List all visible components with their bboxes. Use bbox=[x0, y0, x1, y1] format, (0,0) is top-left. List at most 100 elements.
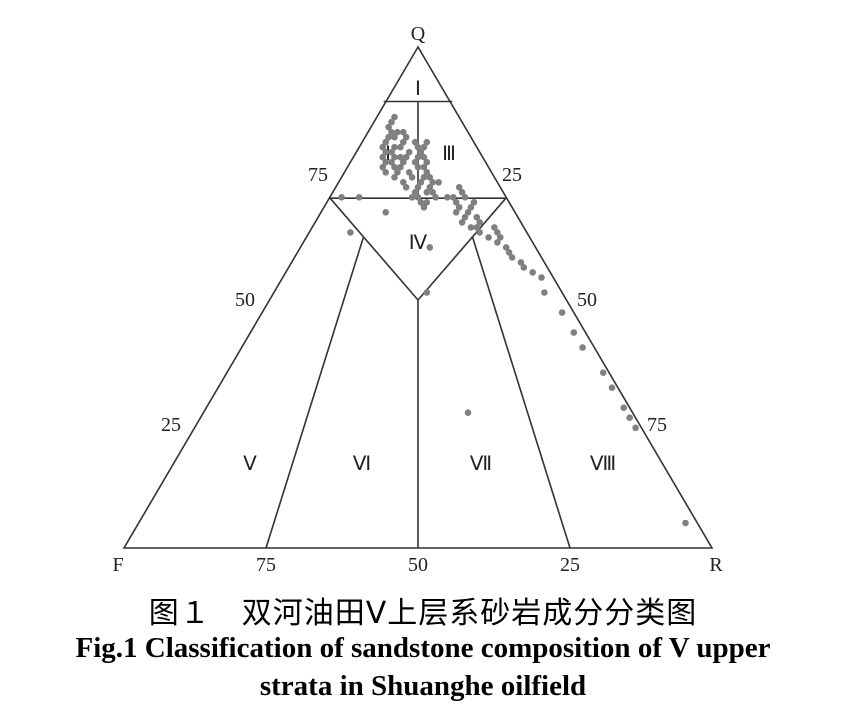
data-point bbox=[464, 409, 472, 417]
data-point bbox=[382, 148, 390, 156]
data-point bbox=[397, 163, 404, 171]
data-point bbox=[414, 143, 422, 151]
data-point bbox=[426, 244, 434, 251]
data-point bbox=[420, 143, 428, 151]
data-point bbox=[382, 158, 390, 166]
data-point bbox=[417, 179, 425, 186]
data-point bbox=[414, 184, 422, 191]
data-point bbox=[420, 153, 428, 161]
data-point bbox=[494, 229, 501, 236]
data-point bbox=[388, 148, 395, 156]
data-point bbox=[338, 194, 345, 201]
data-point bbox=[388, 128, 395, 136]
data-point bbox=[570, 329, 578, 336]
right-edge-tick-label: 75 bbox=[647, 414, 667, 436]
right-edge-tick-label: 50 bbox=[577, 289, 597, 311]
data-point bbox=[435, 179, 442, 186]
caption-english-line2: strata in Shuanghe oilfield bbox=[259, 670, 587, 702]
data-point bbox=[517, 259, 525, 266]
data-point bbox=[388, 158, 395, 166]
data-point bbox=[608, 384, 616, 392]
data-point bbox=[408, 194, 416, 201]
field-boundary-vii-viii bbox=[471, 236, 571, 549]
data-point bbox=[417, 148, 425, 156]
data-point bbox=[541, 289, 548, 296]
data-point bbox=[414, 194, 422, 201]
data-point bbox=[420, 174, 428, 181]
data-point bbox=[632, 424, 639, 432]
left-edge-tick-label: 25 bbox=[161, 414, 181, 436]
caption-chinese: 图１ 双河油田Ⅴ上层系砂岩成分分类图 bbox=[148, 596, 698, 631]
data-point bbox=[414, 153, 422, 161]
data-point bbox=[388, 118, 395, 126]
data-point bbox=[599, 369, 607, 377]
data-point bbox=[402, 133, 410, 141]
data-point bbox=[470, 199, 478, 206]
field-label-v: Ⅴ bbox=[243, 453, 257, 475]
data-point bbox=[497, 234, 504, 241]
data-point bbox=[423, 158, 431, 166]
vertex-label-left: F bbox=[112, 554, 123, 576]
data-point bbox=[558, 309, 566, 316]
data-point bbox=[444, 194, 451, 201]
data-point bbox=[400, 179, 407, 186]
data-point bbox=[452, 199, 460, 206]
data-point bbox=[423, 189, 431, 196]
data-point bbox=[473, 214, 481, 221]
data-point bbox=[420, 163, 428, 171]
data-point bbox=[467, 204, 475, 211]
vertex-label-top: Q bbox=[411, 23, 426, 45]
data-point bbox=[400, 138, 407, 146]
data-point bbox=[626, 414, 633, 422]
data-point bbox=[411, 189, 419, 196]
data-point bbox=[502, 244, 510, 251]
data-point bbox=[391, 113, 398, 121]
data-point bbox=[385, 123, 392, 131]
data-point bbox=[402, 184, 410, 191]
data-point bbox=[382, 138, 390, 146]
caption-english-line1: Fig.1 Classification of sandstone compos… bbox=[75, 632, 771, 664]
data-point bbox=[458, 189, 466, 196]
data-point bbox=[429, 189, 437, 196]
base-tick-label: 75 bbox=[256, 554, 276, 576]
data-point bbox=[508, 254, 516, 261]
data-point bbox=[450, 194, 457, 201]
data-point bbox=[405, 169, 413, 176]
data-point bbox=[405, 148, 413, 156]
field-iv-left-side bbox=[329, 197, 419, 301]
data-point bbox=[379, 143, 387, 151]
data-point bbox=[355, 194, 363, 201]
ternary-diagram: Q F R 75 50 25 25 50 75 75 50 25 Ⅰ Ⅱ Ⅲ Ⅳ… bbox=[112, 23, 723, 576]
data-point bbox=[385, 133, 392, 141]
data-point bbox=[426, 174, 434, 181]
data-point bbox=[402, 153, 410, 161]
data-point bbox=[473, 224, 481, 231]
data-point bbox=[682, 519, 689, 527]
data-point bbox=[382, 169, 390, 176]
data-point bbox=[394, 169, 401, 176]
field-iv-right-side bbox=[417, 197, 507, 301]
base-tick-label: 50 bbox=[408, 554, 428, 576]
data-point bbox=[458, 219, 466, 226]
data-point bbox=[455, 204, 463, 211]
data-point bbox=[491, 224, 498, 231]
data-points bbox=[338, 113, 689, 527]
vertex-label-right: R bbox=[709, 554, 723, 576]
data-point bbox=[461, 194, 469, 201]
data-point bbox=[408, 174, 416, 181]
diagram-frame bbox=[122, 45, 714, 549]
data-point bbox=[423, 169, 431, 176]
left-edge-tick-label: 75 bbox=[308, 164, 328, 186]
data-point bbox=[391, 174, 398, 181]
data-point bbox=[494, 239, 501, 246]
data-point bbox=[505, 249, 513, 256]
data-point bbox=[382, 209, 390, 216]
data-point bbox=[423, 199, 431, 206]
data-point bbox=[423, 138, 431, 146]
data-point bbox=[400, 128, 407, 136]
left-edge-tick-label: 50 bbox=[235, 289, 255, 311]
field-label-i: Ⅰ bbox=[415, 78, 421, 100]
data-point bbox=[420, 204, 428, 211]
data-point bbox=[452, 209, 460, 216]
data-point bbox=[455, 184, 463, 191]
